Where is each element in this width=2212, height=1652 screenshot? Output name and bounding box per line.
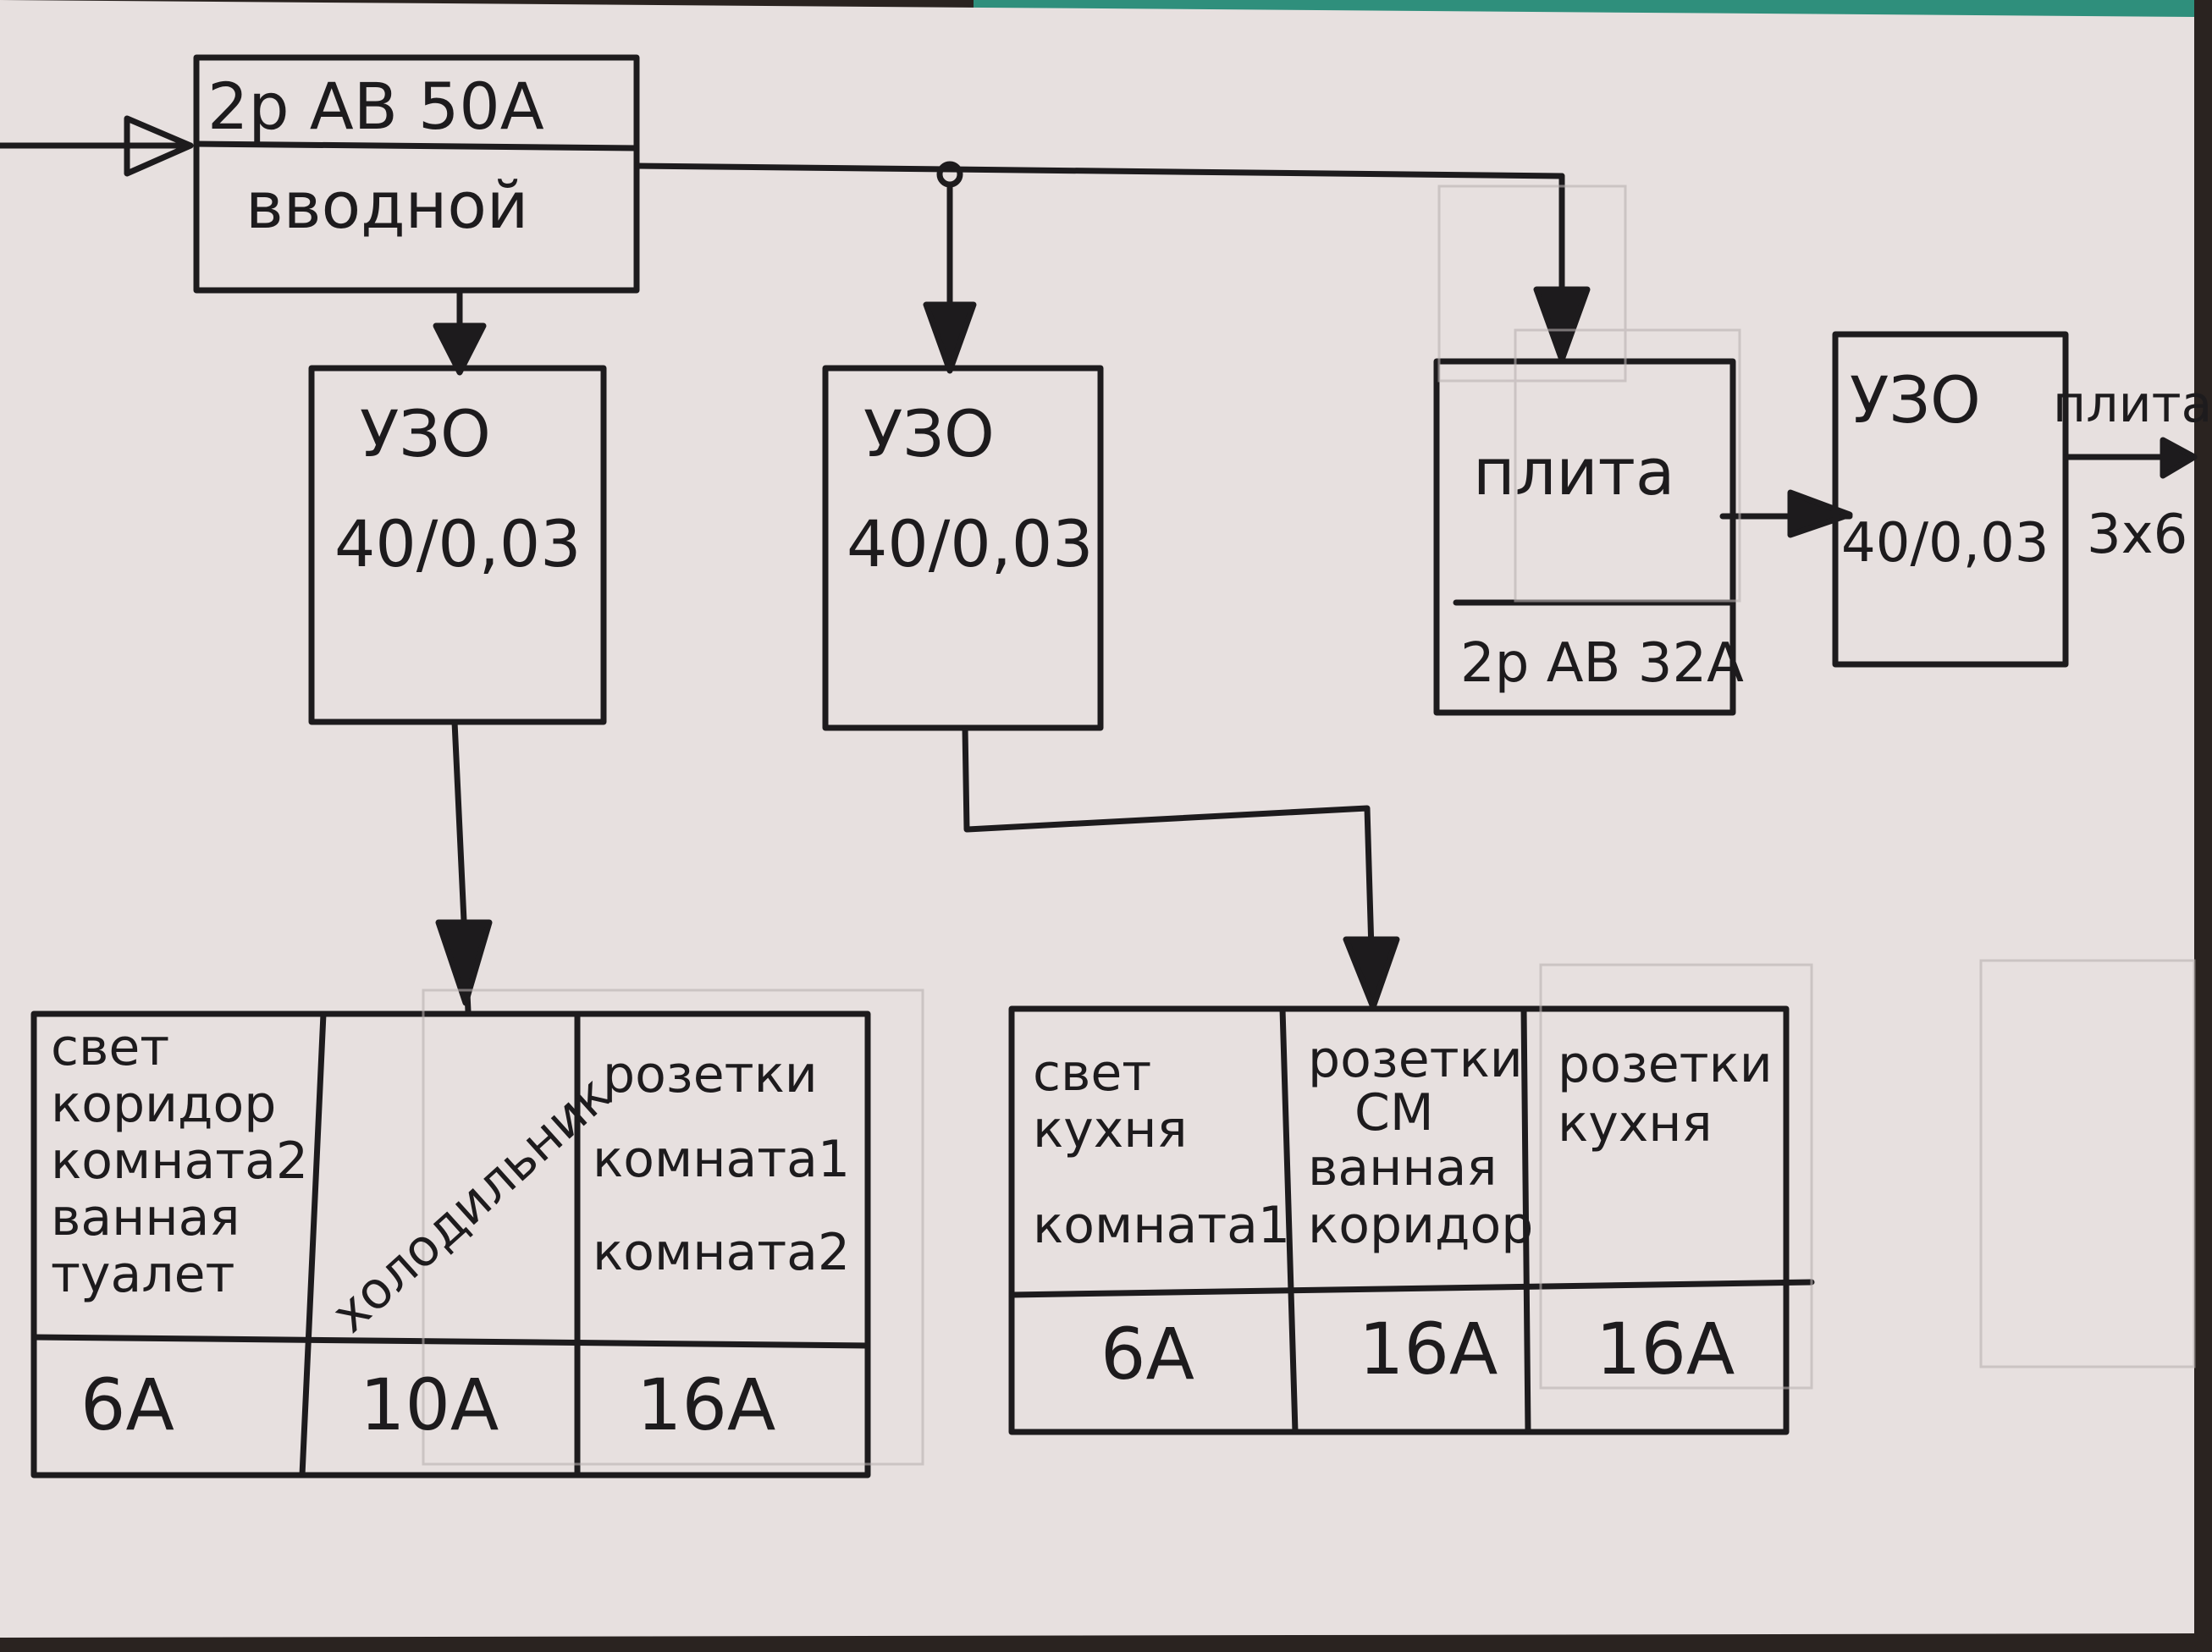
- group-left-col1: [299, 1010, 327, 1479]
- main-breaker-box: [193, 54, 640, 294]
- group-left-1-line5: туалет: [51, 1245, 235, 1304]
- stove-breaker-box: [1433, 358, 1736, 716]
- group-right-2-current: 16А: [1359, 1308, 1498, 1390]
- group-right-col2: [1520, 1005, 1531, 1435]
- group-right-1-line1: свет: [1033, 1044, 1152, 1103]
- rcd-left-title: УЗО: [360, 396, 491, 471]
- group-right-3-current: 16А: [1596, 1308, 1735, 1390]
- stove-output-cable: 3х6: [2087, 504, 2188, 566]
- stove-breaker-name: плита: [1473, 434, 1675, 509]
- rcd-right-rating: 40/0,03: [1841, 512, 2049, 575]
- group-right-3-line1: розетки: [1558, 1035, 1773, 1094]
- group-left-3-current: 16А: [637, 1363, 776, 1446]
- group-right-table: [1008, 1005, 1790, 1435]
- ghost-marks: [422, 184, 2196, 1466]
- rcd-middle-rating: 40/0,03: [847, 506, 1094, 581]
- group-right-divider: [1008, 1279, 1815, 1298]
- stove-output-arrow: [2160, 437, 2198, 479]
- rcd-middle-title: УЗО: [863, 396, 995, 471]
- rcd-left-rating: 40/0,03: [334, 506, 582, 581]
- arrow-group-left: [435, 919, 493, 1006]
- stove-output-label: плита: [2053, 375, 2212, 434]
- arrow-rcd-middle: [923, 301, 977, 374]
- group-right-1-line3: комната1: [1033, 1196, 1291, 1255]
- arrow-group-right: [1343, 936, 1400, 1010]
- group-left-1-line2: коридор: [51, 1075, 277, 1134]
- stove-breaker-rating: 2р АВ 32А: [1460, 632, 1744, 695]
- group-right-2-line2: СМ: [1354, 1083, 1434, 1143]
- rcd-right-box: [1832, 331, 2069, 668]
- main-breaker-divider: [193, 140, 640, 151]
- group-left-1-current: 6А: [80, 1363, 174, 1446]
- group-left-divider: [30, 1334, 871, 1349]
- group-right-col1: [1279, 1005, 1299, 1435]
- group-left-3-line3: комната2: [593, 1223, 851, 1282]
- bus-line: [633, 162, 1565, 179]
- group-left-2-current: 10А: [360, 1363, 499, 1446]
- incoming-arrow: [124, 115, 194, 177]
- group-left-1-line4: ванная: [51, 1188, 240, 1247]
- group-left-1-line1: свет: [51, 1018, 170, 1077]
- group-left-table: [30, 1010, 871, 1479]
- group-right-2-line1: розетки: [1308, 1030, 1523, 1089]
- group-right-1-line2: кухня: [1033, 1100, 1188, 1159]
- group-right-2-line3: ванная: [1308, 1138, 1498, 1198]
- group-left-3-line1: розетки: [603, 1045, 818, 1104]
- arrow-stove: [1533, 286, 1591, 363]
- group-left-1-line3: комната2: [51, 1132, 309, 1191]
- feed-group-right: [962, 724, 1376, 1010]
- main-breaker-name: вводной: [245, 168, 529, 243]
- arrow-rcd-left: [433, 322, 487, 376]
- arrow-rcd-right: [1787, 489, 1853, 538]
- group-right-1-current: 6А: [1100, 1313, 1194, 1396]
- group-left-3-line2: комната1: [593, 1130, 851, 1189]
- rcd-right-title: УЗО: [1850, 362, 1981, 438]
- main-breaker-rating: 2р АВ 50А: [207, 69, 544, 144]
- group-right-2-line4: коридор: [1308, 1196, 1534, 1255]
- group-right-3-line2: кухня: [1558, 1094, 1713, 1154]
